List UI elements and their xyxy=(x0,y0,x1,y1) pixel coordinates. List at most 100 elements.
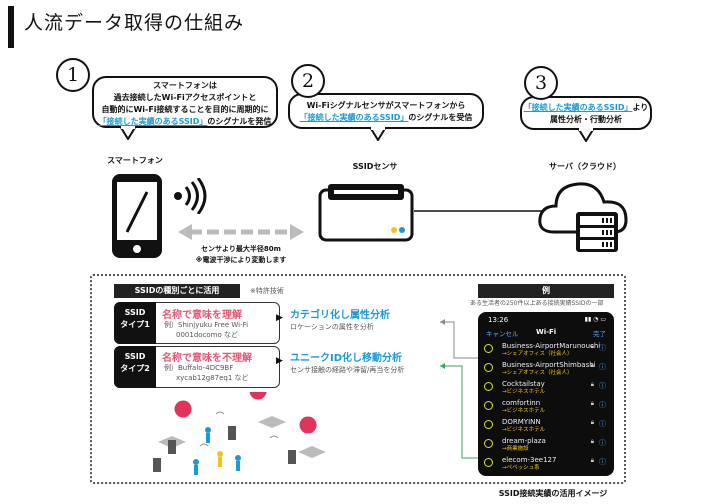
network-name: comfortinn xyxy=(502,399,541,407)
step2-pointer xyxy=(368,127,388,141)
network-tag: →ペペッシュ系 xyxy=(502,465,540,471)
server-label: サーバ（クラウド） xyxy=(549,162,621,171)
type1-label-line2: タイプ1 xyxy=(120,320,150,329)
network-ring-icon xyxy=(484,344,493,353)
step2-line2: 「接続した実績のあるSSID」のシグナルを受信 xyxy=(290,112,482,124)
wifi-network-row[interactable]: elecom-3ee127→ペペッシュ系 🔒︎ ⓘ xyxy=(478,456,614,471)
type1-example1: 例）Shinjyuku Free Wi-Fi xyxy=(164,321,249,329)
lock-icon: 🔒︎ xyxy=(590,400,594,407)
cloud-server-icon xyxy=(538,182,628,252)
step1-line4: 「接続した実績のあるSSID」のシグナルを発信 xyxy=(94,116,276,128)
smartphone-icon xyxy=(112,174,162,258)
signal-waves-icon xyxy=(174,178,207,214)
wifi-network-row[interactable]: Cocktailstay→ビジネスホテル 🔒︎ ⓘ xyxy=(478,380,614,395)
step1-bubble: スマートフォンは 過去接続したWi-Fiアクセスポイントと 自動的にWi-Fi接… xyxy=(92,76,278,128)
type2-arrow-icon: ▶ xyxy=(276,356,283,366)
step1-line3: 自動的にWi-Fi接続することを目的に周期的に xyxy=(101,105,269,114)
cancel-button[interactable]: キャンセル xyxy=(486,330,519,338)
step3-number: 3 xyxy=(524,66,558,100)
example-header: 例 xyxy=(478,284,614,298)
wifi-network-row[interactable]: Business-AirportMarunouchi→シェアオフィス（社会人） 🔒… xyxy=(478,342,614,357)
info-icon[interactable]: ⓘ xyxy=(599,458,606,466)
ssid-type1-label: SSID タイプ1 xyxy=(114,302,156,344)
step2-number: 2 xyxy=(291,64,325,98)
type1-result-sub: ロケーションの属性を分析 xyxy=(290,323,374,331)
type2-result-sub: センサ接触の経路や滞留/再当を分析 xyxy=(290,366,405,374)
network-ring-icon xyxy=(484,420,493,429)
step3-line2: 属性分析・行動分析 xyxy=(550,115,622,124)
status-time: 13:26 xyxy=(488,316,509,324)
step2-line1: Wi-Fiシグナルセンサがスマートフォンから xyxy=(306,101,466,110)
sensor-label: SSIDセンサ xyxy=(352,162,398,171)
type1-label-line1: SSID xyxy=(124,308,146,317)
type2-title: 名称で意味を不理解 xyxy=(162,353,252,364)
usage-panel xyxy=(90,274,626,484)
wifi-title: Wi-Fi xyxy=(536,328,557,336)
type2-result: ユニークID化し移動分析 xyxy=(290,353,403,364)
range-line2: ※電波干渉により変動します xyxy=(195,256,287,264)
type1-example2: 0001docomo など xyxy=(176,331,238,339)
range-note: センサより最大半径80m ※電波干渉により変動します xyxy=(180,244,302,266)
lock-icon: 🔒︎ xyxy=(590,457,594,464)
lock-icon: 🔒︎ xyxy=(590,343,594,350)
network-name: Business-AirportShimbashi xyxy=(502,361,596,369)
step1-number: 1 xyxy=(56,58,90,92)
type1-result: カテゴリ化し属性分析 xyxy=(290,310,390,321)
network-ring-icon xyxy=(484,401,493,410)
network-tag: →シェアオフィス（社会人） xyxy=(502,370,573,376)
status-icons: ▮▮ ◔ ▭ xyxy=(584,316,606,323)
step1-line1: スマートフォンは xyxy=(153,81,217,90)
sensor-cloud-link xyxy=(414,210,544,212)
info-icon[interactable]: ⓘ xyxy=(599,420,606,428)
wifi-network-row[interactable]: comfortinn→ビジネスホテル 🔒︎ ⓘ xyxy=(478,399,614,414)
network-tag: →ビジネスホテル xyxy=(502,427,546,433)
lock-icon: 🔒︎ xyxy=(590,419,594,426)
info-icon[interactable]: ⓘ xyxy=(599,363,606,371)
step1-highlight: 「接続した実績のあるSSID」 xyxy=(98,117,208,126)
smartphone-label: スマートフォン xyxy=(107,156,163,165)
network-ring-icon xyxy=(484,439,493,448)
title-accent-bar xyxy=(8,6,14,48)
info-icon[interactable]: ⓘ xyxy=(599,382,606,390)
page-title: 人流データ取得の仕組み xyxy=(24,12,245,34)
range-arrow xyxy=(178,224,304,240)
network-ring-icon xyxy=(484,363,493,372)
wifi-network-row[interactable]: DORMYINN→ビジネスホテル 🔒︎ ⓘ xyxy=(478,418,614,433)
wifi-list-screen: 13:26 ▮▮ ◔ ▭ キャンセル Wi-Fi 完了 Business-Air… xyxy=(478,312,614,476)
info-icon[interactable]: ⓘ xyxy=(599,439,606,447)
lock-icon: 🔒︎ xyxy=(590,381,594,388)
step1-pointer xyxy=(118,126,138,140)
step2-highlight: 「接続した実績のあるSSID」 xyxy=(299,113,409,122)
example-note: ある生活者の250件以上ある接続実績SSIDの一部 xyxy=(470,300,604,307)
step3-pointer xyxy=(576,128,596,142)
type1-title: 名称で意味を理解 xyxy=(162,310,242,321)
info-icon[interactable]: ⓘ xyxy=(599,344,606,352)
patent-note: ※特許技術 xyxy=(250,287,284,295)
type2-example1: 例）Buffalo-4DC9BF xyxy=(164,364,234,372)
network-tag: →シェアオフィス（社会人） xyxy=(502,351,573,357)
network-tag: →ビジネスホテル xyxy=(502,389,546,395)
network-tag: →ビジネスホテル xyxy=(502,408,546,414)
wifi-network-row[interactable]: Business-AirportShimbashi→シェアオフィス（社会人） 🔒︎… xyxy=(478,361,614,376)
info-icon[interactable]: ⓘ xyxy=(599,401,606,409)
type-connector-lines xyxy=(440,319,480,459)
lock-icon: 🔒︎ xyxy=(590,362,594,369)
range-line1: センサより最大半径80m xyxy=(201,245,281,253)
type1-arrow-icon: ▶ xyxy=(276,313,283,323)
usage-header: SSIDの種別ごとに活用 xyxy=(114,284,240,298)
network-name: DORMYINN xyxy=(502,418,541,426)
step1-line2: 過去接続したWi-Fiアクセスポイントと xyxy=(113,93,257,102)
network-ring-icon xyxy=(484,382,493,391)
footer-caption: SSID接続実績の活用イメージ xyxy=(498,489,608,498)
type2-label-line1: SSID xyxy=(124,352,146,361)
step2-tail: のシグナルを受信 xyxy=(408,113,473,122)
wifi-network-row[interactable]: dream-plaza→商業施設🔒︎ⓘ xyxy=(478,437,614,452)
lock-icon: 🔒︎ xyxy=(590,438,594,445)
step3-bubble: 「接続した実績のあるSSID」より 属性分析・行動分析 xyxy=(520,96,652,130)
done-button[interactable]: 完了 xyxy=(593,330,606,338)
network-name: Business-AirportMarunouchi xyxy=(502,342,601,350)
network-name: elecom-3ee127 xyxy=(502,456,557,464)
sensor-device-icon xyxy=(318,184,414,242)
network-name: Cocktailstay xyxy=(502,380,545,388)
type2-example2: xycab12g87eq1 など xyxy=(176,374,249,382)
